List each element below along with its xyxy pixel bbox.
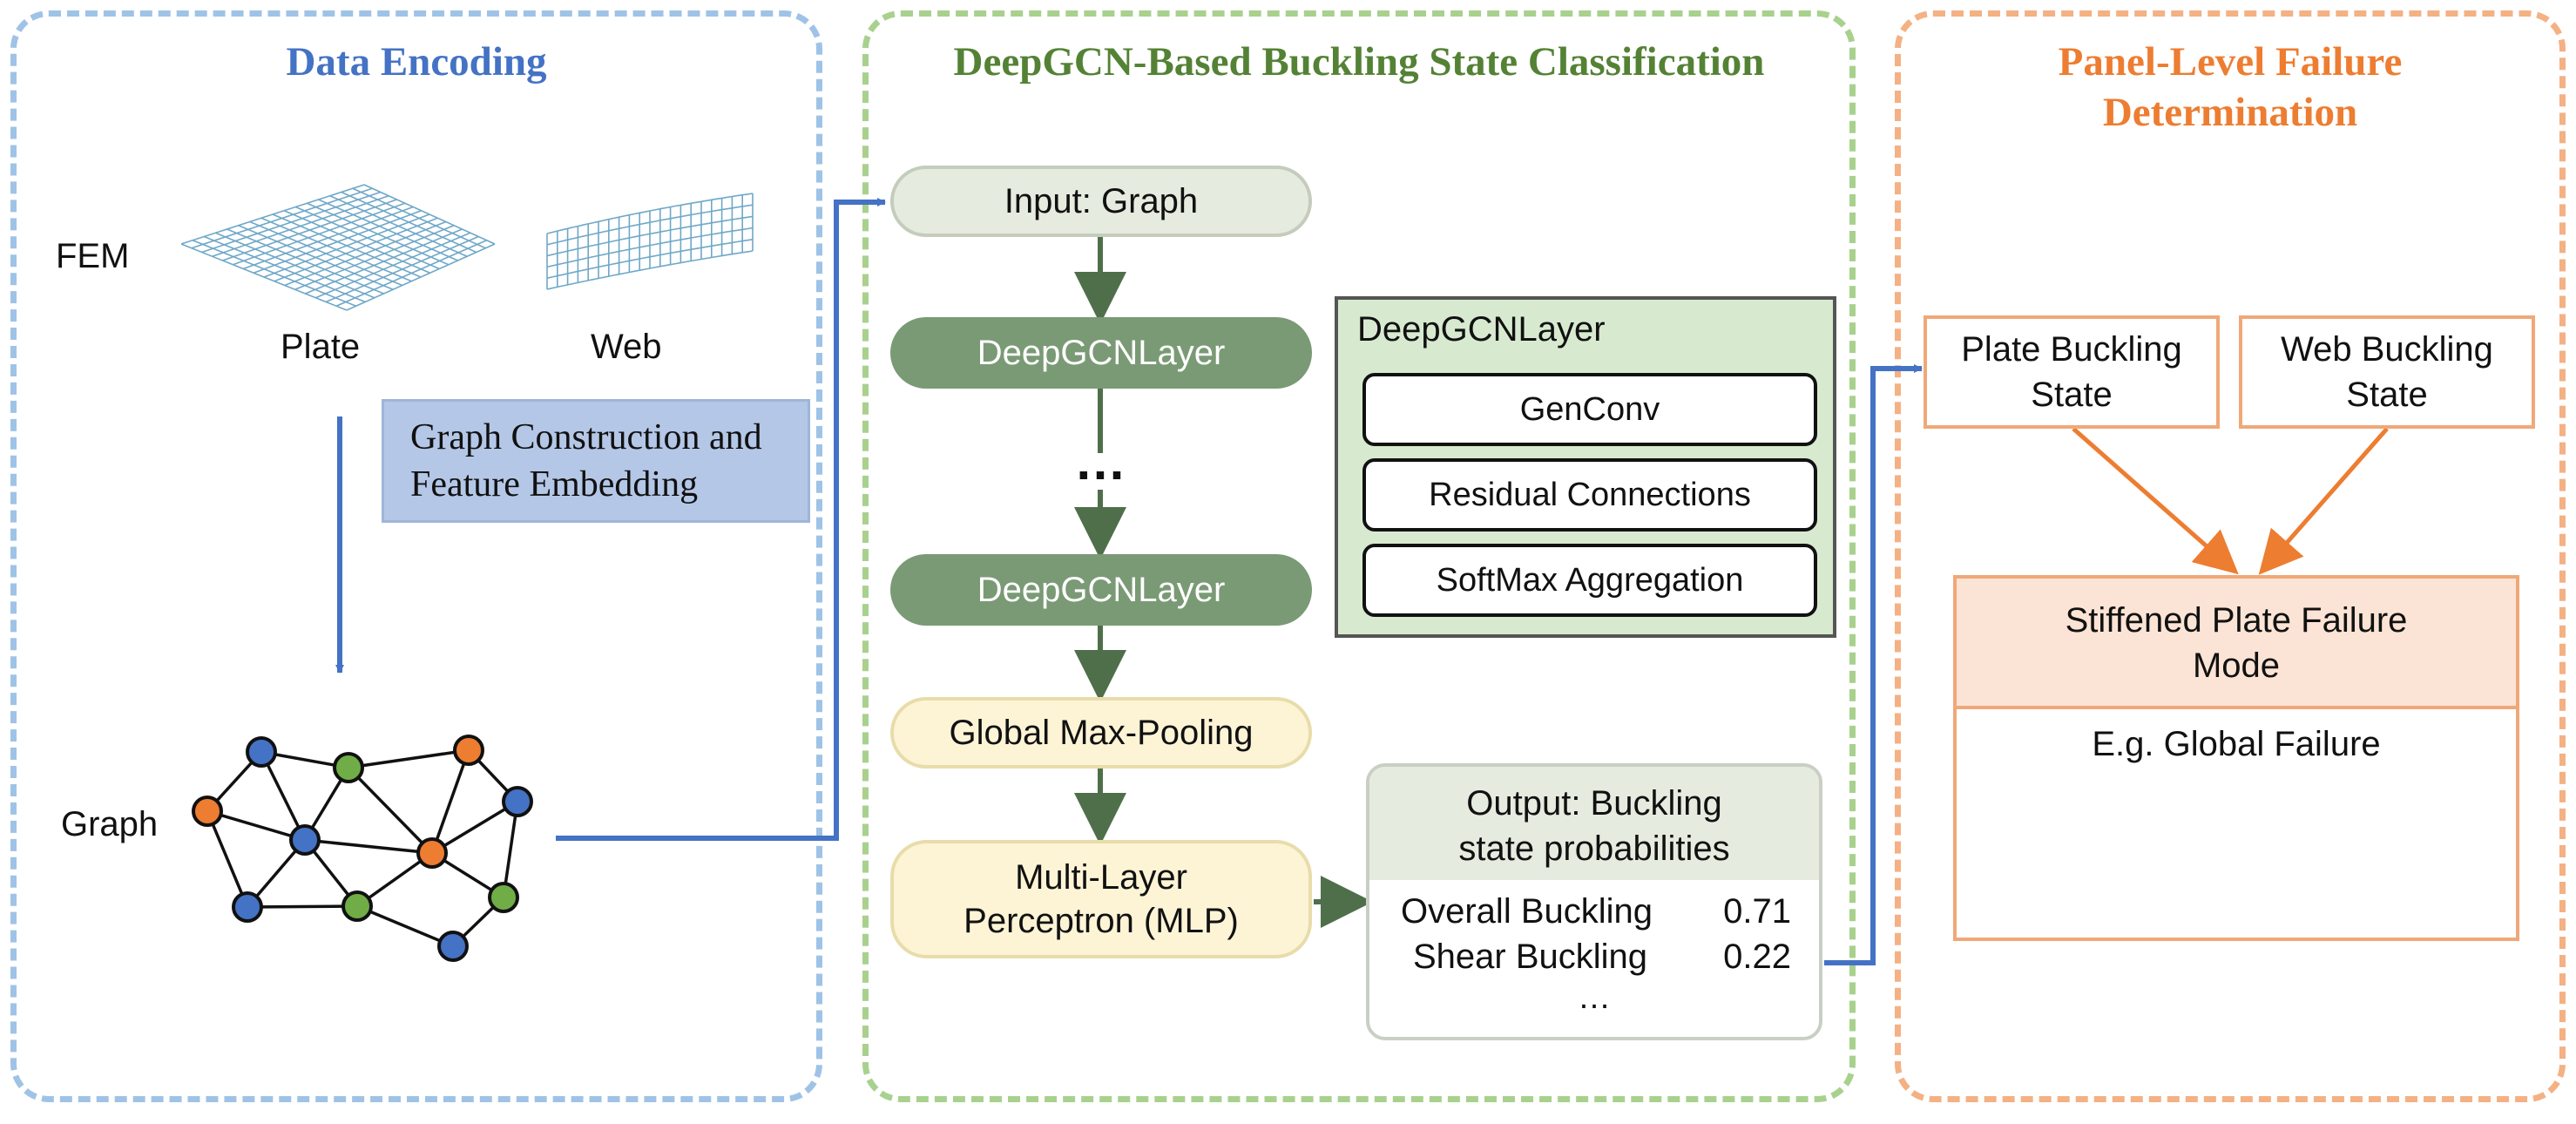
output-row-overall: Overall Buckling 0.71 [1401, 892, 1791, 931]
failure-mode-line2: Mode [2192, 647, 2281, 685]
graph-label: Graph [61, 805, 159, 843]
arrow-output-to-failure [1824, 364, 1923, 965]
detail-title: DeepGCNLayer [1357, 310, 1606, 349]
graph-node [341, 890, 373, 922]
panel-title-failure-line1: Panel-Level Failure [2058, 39, 2403, 85]
mlp-node: Multi-Layer Perceptron (MLP) [890, 840, 1312, 958]
panel-failure [1895, 10, 2566, 1102]
output-row-shear: Shear Buckling 0.22 [1413, 938, 1791, 977]
graph-node [453, 735, 484, 766]
web-mesh-icon [546, 193, 754, 290]
web-buckling-line1: Web Buckling [2281, 330, 2493, 369]
deepgcn-layer-detail: DeepGCNLayer GenConv Residual Connection… [1335, 296, 1836, 638]
panel-title-failure-line2: Determination [2102, 90, 2358, 135]
mlp-line1: Multi-Layer [1015, 858, 1187, 897]
graph-node [232, 891, 263, 923]
layer-ellipsis: … [1074, 432, 1126, 491]
graph-node [416, 837, 448, 869]
web-label: Web [591, 328, 662, 366]
detail-softmax-aggregation: SoftMax Aggregation [1362, 544, 1817, 617]
plate-buckling-line1: Plate Buckling [1961, 330, 2182, 369]
input-graph-node: Input: Graph [890, 166, 1312, 237]
panel-title-failure: Panel-Level Failure Determination [1895, 37, 2566, 138]
graph-construction-line1: Graph Construction and [410, 417, 762, 457]
output-more: … [1578, 979, 1611, 1016]
plate-buckling-line2: State [2031, 376, 2113, 414]
panel-classification [862, 10, 1856, 1102]
plate-label: Plate [281, 328, 361, 366]
web-buckling-state-box: Web Buckling State [2239, 315, 2535, 429]
graph-node [246, 736, 277, 768]
web-buckling-line2: State [2346, 376, 2428, 414]
arrow-plate-to-mode [2072, 427, 2239, 575]
graph-construction-line2: Feature Embedding [410, 464, 699, 504]
panel-data-encoding [10, 10, 822, 1102]
output-header: Output: Buckling state probabilities [1369, 767, 1819, 880]
deepgcn-layer-top: DeepGCNLayer [890, 317, 1312, 389]
failure-mode-line1: Stiffened Plate Failure [2065, 601, 2408, 640]
graph-node [333, 752, 364, 783]
graph-construction-box: Graph Construction and Feature Embedding [382, 399, 810, 523]
plate-buckling-state-box: Plate Buckling State [1924, 315, 2220, 429]
graph-node [437, 931, 469, 962]
output-row-value: 0.71 [1723, 892, 1791, 931]
output-box: Output: Buckling state probabilities Ove… [1366, 763, 1822, 1040]
failure-example-label: E.g. Global Failure [2092, 725, 2381, 763]
failure-mode-header: Stiffened Plate Failure Mode [1957, 579, 2516, 709]
output-row-name: Shear Buckling [1413, 938, 1648, 976]
graph-node [488, 882, 519, 913]
fem-label: FEM [56, 237, 130, 275]
arrow-graph-to-input [556, 198, 886, 841]
plate-mesh-icon [180, 184, 496, 311]
graph-node [192, 796, 223, 827]
deepgcn-layer-bottom: DeepGCNLayer [890, 554, 1312, 626]
output-row-value: 0.22 [1723, 938, 1791, 976]
panel-title-classification: DeepGCN-Based Buckling State Classificat… [953, 39, 1765, 85]
detail-genconv: GenConv [1362, 373, 1817, 446]
mlp-line2: Perceptron (MLP) [963, 902, 1239, 940]
graph-node [289, 824, 321, 856]
output-row-name: Overall Buckling [1401, 892, 1653, 931]
detail-residual-connections: Residual Connections [1362, 458, 1817, 532]
graph-nodes [192, 735, 533, 962]
failure-mode-box: Stiffened Plate Failure Mode E.g. Global… [1953, 575, 2519, 941]
panel-title-encoding: Data Encoding [286, 39, 547, 85]
global-max-pooling-node: Global Max-Pooling [890, 697, 1312, 769]
arrow-web-to-mode [2258, 427, 2389, 575]
output-title-line1: Output: Buckling [1466, 784, 1722, 823]
graph-node [502, 786, 533, 817]
output-title-line2: state probabilities [1458, 829, 1730, 868]
